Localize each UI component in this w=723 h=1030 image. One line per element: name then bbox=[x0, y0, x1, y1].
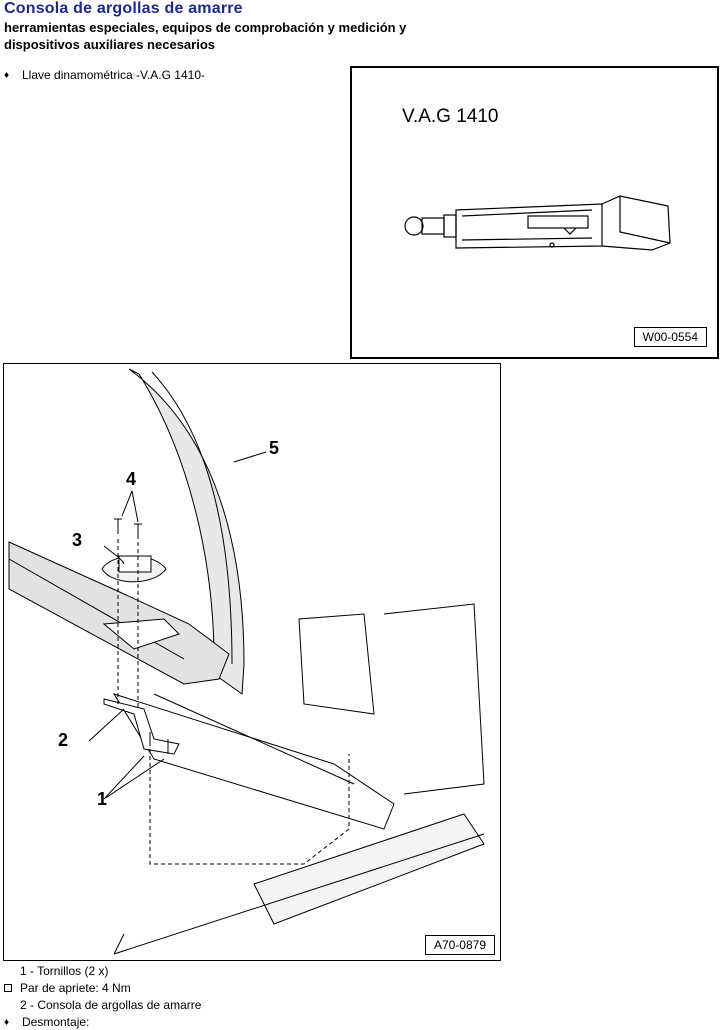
square-bullet-icon bbox=[4, 984, 12, 992]
torque-wrench-figure: V.A.G 1410 W00-0554 bbox=[350, 66, 719, 359]
legend-torque: Par de apriete: 4 Nm bbox=[4, 981, 131, 995]
torque-wrench-drawing bbox=[404, 195, 671, 251]
removal-heading: ♦ Desmontaje: bbox=[4, 1015, 89, 1029]
tool-figure-label: V.A.G 1410 bbox=[402, 106, 499, 127]
figure-code-main: A70-0879 bbox=[424, 935, 495, 955]
removal-text: Desmontaje: bbox=[22, 1015, 90, 1029]
tool-name: Llave dinamométrica -V.A.G 1410- bbox=[22, 68, 205, 82]
tool-list-item: ♦ Llave dinamométrica -V.A.G 1410- bbox=[4, 68, 205, 82]
page-title: Consola de argollas de amarre bbox=[4, 0, 243, 17]
subtitle-line-2: dispositivos auxiliares necesarios bbox=[4, 37, 215, 52]
subtitle-line-1: herramientas especiales, equipos de comp… bbox=[4, 20, 407, 35]
assembly-drawing bbox=[8, 368, 485, 955]
legend-item-2: 2 - Consola de argollas de amarre bbox=[20, 998, 202, 1012]
diamond-bullet-icon: ♦ bbox=[4, 69, 10, 81]
callout-3: 3 bbox=[72, 530, 83, 550]
diamond-bullet-icon: ♦ bbox=[4, 1016, 10, 1028]
callout-2: 2 bbox=[58, 730, 69, 750]
tie-down-console-diagram: 1 2 3 4 5 A70-0879 bbox=[3, 363, 501, 961]
callout-4: 4 bbox=[126, 469, 137, 489]
callout-5: 5 bbox=[269, 438, 280, 458]
callout-1: 1 bbox=[97, 789, 108, 809]
legend-item-1: 1 - Tornillos (2 x) bbox=[20, 964, 109, 978]
figure-code: W00-0554 bbox=[633, 327, 707, 347]
torque-text: Par de apriete: 4 Nm bbox=[20, 981, 131, 995]
